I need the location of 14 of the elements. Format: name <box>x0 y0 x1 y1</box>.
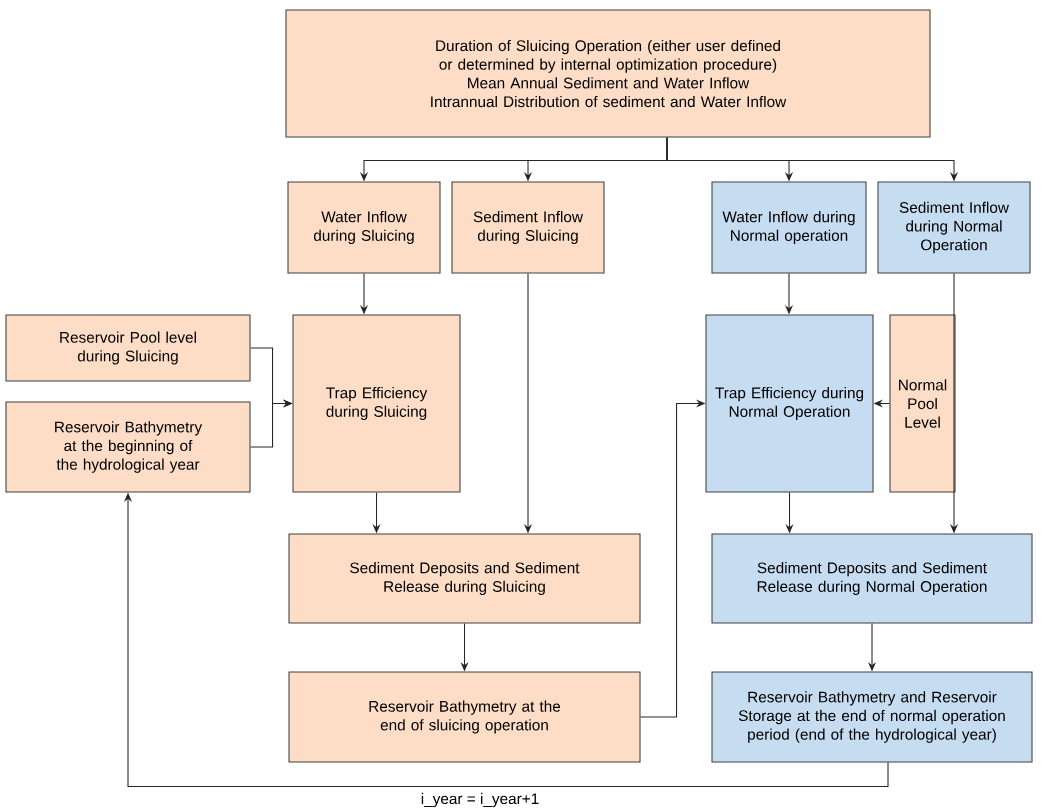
process-box: Reservoir Bathymetry at the end of sluicing operation <box>288 671 641 763</box>
process-box: Trap Efficiency during Normal Operation <box>705 314 874 493</box>
process-box: Water Inflow during Sluicing <box>287 181 441 274</box>
process-box: Sediment Inflow during Normal Operation <box>877 181 1031 274</box>
process-box: Reservoir Bathymetry at the beginning of the hydrological year <box>5 401 251 493</box>
process-box: Sediment Deposits and Sediment Release during Normal Operation <box>711 533 1033 624</box>
process-box: Reservoir Pool level during Sluicing <box>5 314 251 382</box>
process-box: Duration of Sluicing Operation (either user defined or determined by internal optimization procedure) Mean Annual Sediment and Water Inflow Intrannual Distribution of sediment and Water Inflow <box>285 9 931 138</box>
process-box: Reservoir Bathymetry and Reservoir Storage at the end of normal operation period (end of the hydrological year) <box>711 671 1033 763</box>
process-box: Sediment Inflow during Sluicing <box>451 181 605 274</box>
process-box: Normal Pool Level <box>889 314 956 493</box>
process-box: Water Inflow during Normal operation <box>711 181 867 274</box>
process-box: Trap Efficiency during Sluicing <box>292 314 461 493</box>
process-box: Sediment Deposits and Sediment Release during Sluicing <box>288 533 641 624</box>
